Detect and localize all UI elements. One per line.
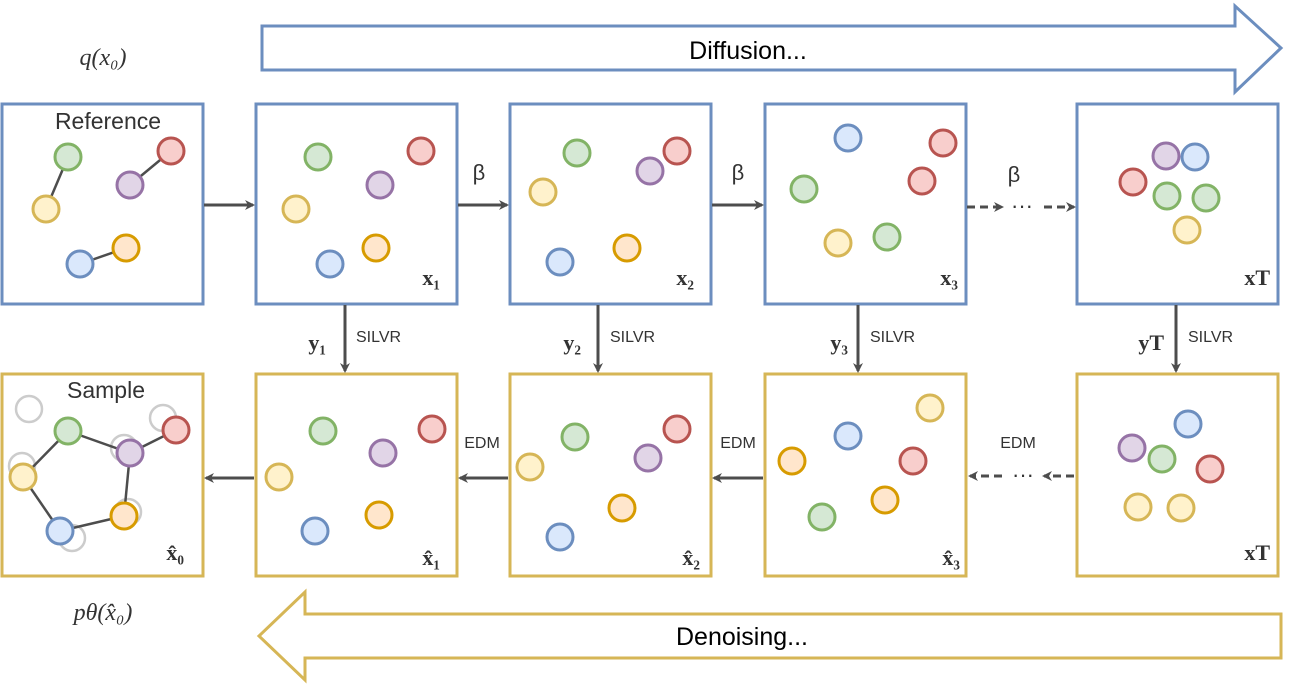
red-atom xyxy=(156,136,186,166)
silvr-label-1: SILVR xyxy=(356,329,401,346)
green-atom xyxy=(807,502,837,532)
edm-label-3: EDM xyxy=(1000,435,1036,452)
yellow-atom xyxy=(1166,493,1196,523)
green-atom xyxy=(560,422,590,452)
green-atom xyxy=(562,138,592,168)
green-atom xyxy=(308,416,338,446)
blue-atom xyxy=(1173,409,1203,439)
q-x0-label: q(x₀) xyxy=(80,45,127,71)
purple-atom xyxy=(1117,433,1147,463)
denoising-label: Denoising... xyxy=(676,623,808,651)
orange-atom xyxy=(109,501,139,531)
yellow-atom xyxy=(823,228,853,258)
yellow-atom xyxy=(8,462,38,492)
sample-title: Sample xyxy=(67,377,145,403)
purple-atom xyxy=(633,443,663,473)
yT-label: yT xyxy=(1138,330,1164,355)
yellow-atom xyxy=(281,194,311,224)
red-atom xyxy=(1195,454,1225,484)
xhat1-label: x̂₁ xyxy=(422,545,440,570)
xhat2-box xyxy=(508,372,713,578)
xhat2-label: x̂₂ xyxy=(682,545,700,570)
y2-label: y₂ xyxy=(563,330,581,355)
beta-label-3: β xyxy=(1008,162,1021,187)
blue-atom xyxy=(45,516,75,546)
green-atom xyxy=(53,142,83,172)
blue-atom xyxy=(545,522,575,552)
green-atom xyxy=(1152,181,1182,211)
yellow-atom xyxy=(1123,492,1153,522)
purple-atom xyxy=(1151,141,1181,171)
purple-atom xyxy=(115,170,145,200)
purple-atom xyxy=(635,156,665,186)
red-atom xyxy=(161,415,191,445)
reference-title: Reference xyxy=(55,108,161,134)
beta-label-1: β xyxy=(473,160,486,185)
blue-atom xyxy=(545,247,575,277)
red-atom xyxy=(1118,167,1148,197)
beta-label-2: β xyxy=(732,160,745,185)
ellipsis-top: ··· xyxy=(1011,193,1033,218)
green-atom xyxy=(1147,444,1177,474)
orange-atom xyxy=(111,233,141,263)
xT-label: xT xyxy=(1244,265,1270,290)
silvr-label-T: SILVR xyxy=(1188,329,1233,346)
blue-atom xyxy=(1180,142,1210,172)
red-atom xyxy=(898,446,928,476)
y3-label: y₃ xyxy=(830,330,848,355)
red-atom xyxy=(662,414,692,444)
xhat3-label: x̂₃ xyxy=(942,545,960,570)
yellow-atom xyxy=(915,393,945,423)
green-atom xyxy=(872,222,902,252)
red-atom xyxy=(406,136,436,166)
orange-atom xyxy=(612,233,642,263)
orange-atom xyxy=(777,446,807,476)
green-atom xyxy=(53,416,83,446)
edm-label-2: EDM xyxy=(720,435,756,452)
red-atom xyxy=(907,166,937,196)
xhatT-label: xT xyxy=(1244,540,1270,565)
atoms xyxy=(8,123,1225,552)
purple-atom xyxy=(115,438,145,468)
blue-atom xyxy=(315,249,345,279)
reference-box xyxy=(0,102,205,306)
green-atom xyxy=(789,174,819,204)
diffusion-label: Diffusion... xyxy=(689,37,807,65)
orange-atom xyxy=(607,493,637,523)
diffusion-arrow xyxy=(260,2,1284,96)
x1-label: x₁ xyxy=(422,265,440,290)
green-atom xyxy=(303,142,333,172)
purple-atom xyxy=(368,438,398,468)
blue-atom xyxy=(300,516,330,546)
y1-label: y₁ xyxy=(308,330,326,355)
red-atom xyxy=(662,136,692,166)
orange-atom xyxy=(364,500,394,530)
edm-label-1: EDM xyxy=(464,435,500,452)
yellow-atom xyxy=(264,462,294,492)
blue-atom xyxy=(833,123,863,153)
blue-atom xyxy=(833,421,863,451)
x2-label: x₂ xyxy=(676,265,694,290)
green-atom xyxy=(1191,183,1221,213)
yellow-atom xyxy=(31,194,61,224)
xhat0-label: x̂₀ xyxy=(166,540,184,565)
orange-atom xyxy=(361,233,391,263)
xhatT-box xyxy=(1075,372,1280,578)
orange-atom xyxy=(870,485,900,515)
denoising-arrow xyxy=(256,588,1283,684)
yellow-atom xyxy=(1172,215,1202,245)
ellipsis-bottom: ··· xyxy=(1012,462,1034,487)
yellow-atom xyxy=(528,177,558,207)
yellow-atom xyxy=(515,452,545,482)
red-atom xyxy=(417,414,447,444)
red-atom xyxy=(928,128,958,158)
silvr-label-2: SILVR xyxy=(610,329,655,346)
silvr-label-3: SILVR xyxy=(870,329,915,346)
purple-atom xyxy=(365,170,395,200)
blue-atom xyxy=(65,249,95,279)
x3-label: x₃ xyxy=(940,265,958,290)
p-x0-label: pθ(x̂₀) xyxy=(72,600,133,626)
